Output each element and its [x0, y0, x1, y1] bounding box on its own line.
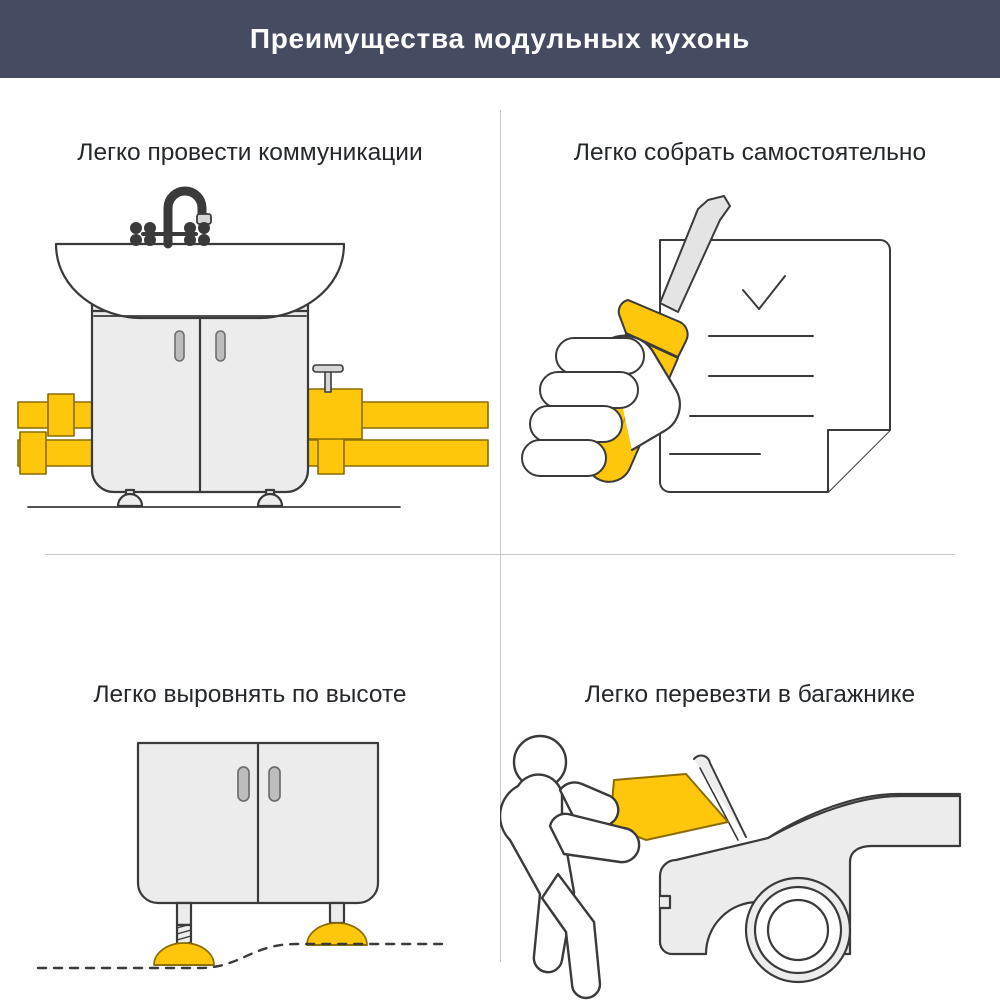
hand — [521, 334, 681, 477]
illustration-cabinet-with-adjustable-feet — [0, 719, 500, 999]
door-handle-right — [268, 766, 281, 802]
car-wheel — [744, 876, 852, 984]
adjustable-leg-left-extended — [175, 901, 193, 949]
person-leg-front — [540, 872, 602, 1000]
adjustable-leg-right-short — [328, 901, 346, 925]
open-hatchback-lid — [766, 792, 962, 840]
illustration-sink-vanity-with-pipes — [0, 176, 500, 516]
hood-prop-rod — [693, 754, 747, 841]
yellow-foot-right — [306, 922, 368, 946]
folded-corner — [827, 429, 891, 493]
benefit-title-self-assembly: Легко собрать самостоятельно — [573, 139, 927, 166]
cabinet-two-doors — [136, 741, 380, 905]
page-title: Преимущества модульных кухонь — [249, 23, 751, 54]
person-body — [500, 773, 576, 974]
person-arm-lower — [548, 812, 641, 864]
cabinet-two-doors — [90, 292, 310, 494]
gooseneck-faucet — [141, 186, 212, 249]
benefit-cell-communications: Легко провести коммуникации — [0, 78, 500, 539]
page-header: Преимущества модульных кухонь — [0, 0, 1000, 78]
checkmark — [742, 275, 786, 310]
stick-figure-person — [500, 734, 641, 1000]
finger-2 — [539, 371, 639, 409]
benefit-title-transport: Легко перевезти в багажнике — [584, 681, 916, 708]
door-handle-left — [237, 766, 250, 802]
horizontal-divider — [45, 554, 955, 555]
door-handle-right — [215, 330, 226, 362]
finger-3 — [529, 405, 623, 443]
cabinet-foot-left — [116, 488, 144, 508]
illustration-hand-with-screwdriver-and-manual — [500, 178, 1000, 518]
yellow-foot-left — [153, 942, 215, 966]
cabinet-foot-right — [256, 488, 284, 508]
cross-handle-valve-left — [130, 222, 156, 246]
finger-1 — [555, 337, 645, 375]
wash-basin — [54, 242, 346, 320]
screwdriver-blade — [659, 195, 731, 313]
benefits-grid: Легко провести коммуникации — [0, 78, 1000, 1000]
benefit-cell-self-assembly: Легко собрать самостоятельно — [500, 78, 1000, 539]
uneven-floor-dashed-line — [36, 942, 444, 970]
illustration-person-loading-box-into-car-trunk — [500, 724, 1000, 1004]
benefit-cell-height-adjustment: Легко выровнять по высоте — [0, 539, 500, 1000]
pipe-valve — [299, 364, 363, 440]
cross-handle-valve-right — [184, 222, 210, 246]
benefit-title-height-adjustment: Легко выровнять по высоте — [93, 681, 407, 708]
vertical-divider — [500, 110, 501, 962]
finger-4 — [521, 439, 607, 477]
instruction-sheet — [659, 239, 891, 493]
door-handle-left — [174, 330, 185, 362]
benefit-title-communications: Легко провести коммуникации — [77, 139, 423, 166]
benefit-cell-transport: Легко перевезти в багажнике — [500, 539, 1000, 1000]
